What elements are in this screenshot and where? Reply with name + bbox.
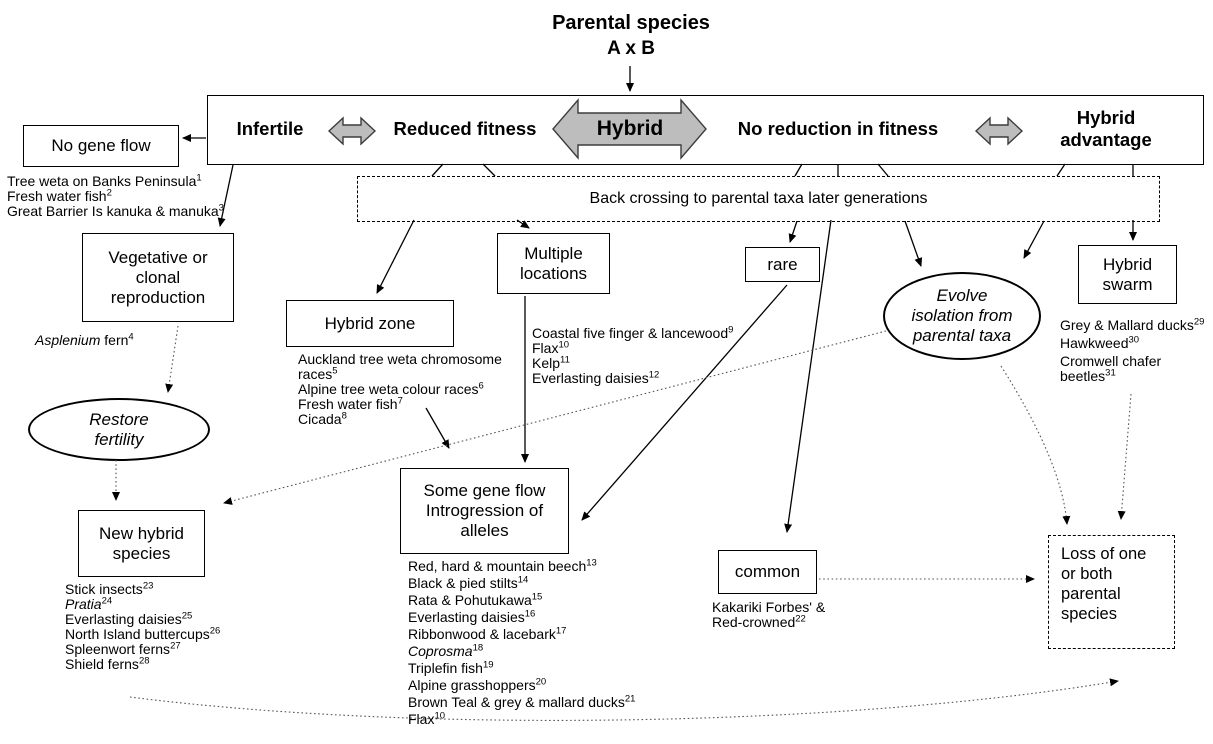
example-item: Flax10 [532, 339, 570, 357]
arrow-rare-to-introgression [581, 284, 788, 521]
arrow-to-evolve-right [1023, 220, 1045, 259]
example-item: Grey & Mallard ducks29 [1060, 316, 1205, 333]
arrow-to-rare [788, 220, 798, 243]
example-item: Everlasting daisies16 [408, 608, 536, 625]
bar-label-hybrid-advantage: Hybrid advantage [1060, 107, 1152, 150]
node-label: Restore fertility [89, 409, 149, 449]
node-hybrid-swarm: Hybrid swarm [1078, 245, 1177, 304]
parental-cross-label: A x B [607, 38, 655, 59]
connector-stub [794, 163, 803, 177]
node-label: Vegetative or clonal reproduction [108, 247, 208, 307]
example-item: Shield ferns28 [65, 655, 150, 673]
example-item: Asplenium fern4 [35, 331, 134, 348]
node-label: common [734, 562, 801, 581]
example-item: Black & pied stilts14 [408, 574, 529, 591]
node-back-crossing: Back crossing to parental taxa later gen… [357, 176, 1160, 222]
bar-label-no-reduction: No reduction in fitness [737, 118, 939, 139]
example-item: Hawkweed30 [1060, 334, 1140, 352]
node-restore-fertility: Restore fertility [28, 398, 210, 461]
example-item: Kakariki Forbes' & [712, 599, 826, 615]
node-vegetative: Vegetative or clonal reproduction [82, 233, 234, 322]
arrow-to-evolve-left [904, 220, 923, 267]
node-new-hybrid-species: New hybrid species [78, 510, 205, 577]
introgression-line2: Introgression of alleles [425, 501, 544, 540]
node-no-gene-flow: No gene flow [23, 125, 179, 167]
example-item: Spleenwort ferns27 [65, 640, 181, 658]
node-label: No gene flow [51, 136, 151, 155]
connector-stub [877, 163, 889, 177]
connector-stub [431, 163, 444, 177]
node-loss-parental: Loss of one or both parental species [1048, 535, 1175, 649]
connector-stub [1056, 163, 1066, 177]
example-item: Rata & Pohutukawa15 [408, 591, 543, 608]
node-evolve-isolation: Evolve isolation from parental taxa [883, 272, 1041, 360]
example-item: Brown Teal & grey & mallard ducks21 [408, 693, 636, 710]
example-item: Fresh water fish7 [298, 395, 403, 412]
node-label: Back crossing to parental taxa later gen… [589, 190, 928, 207]
bar-label-hybrid: Hybrid [596, 117, 664, 140]
example-item: Alpine grasshoppers20 [408, 676, 547, 693]
node-common: common [718, 550, 817, 594]
example-item: Alpine tree weta colour races6 [298, 380, 484, 397]
example-item: North Island buttercups26 [65, 625, 221, 643]
node-label: Loss of one or both parental species [1061, 545, 1147, 623]
example-item: Coprosma18 [408, 642, 484, 659]
node-label: Hybrid swarm [1102, 254, 1153, 294]
examples-vegetative: Asplenium fern4 [35, 331, 195, 348]
example-item: Stick insects23 [65, 580, 154, 597]
example-item: Everlasting daisies12 [532, 369, 660, 387]
bar-label-reduced-fitness: Reduced fitness [393, 118, 537, 139]
example-item: Flax10 [408, 710, 446, 727]
example-item: Cicada8 [298, 410, 347, 427]
example-item: Ribbonwood & lacebark17 [408, 625, 567, 642]
node-label: Evolve isolation from parental taxa [911, 286, 1013, 345]
example-item: Tree weta on Banks Peninsula1 [7, 172, 202, 189]
dotted-swarm-to-loss [1117, 393, 1132, 520]
example-item: Great Barrier Is kanuka & manuka3 [7, 202, 224, 220]
node-introgression: Some gene flow Introgression of alleles [400, 468, 569, 554]
node-multiple-locations: Multiple locations [497, 233, 610, 294]
example-item: Red, hard & mountain beech13 [408, 557, 597, 574]
bar-label-infertile: Infertile [236, 118, 304, 139]
example-item: Everlasting daisies25 [65, 610, 193, 628]
node-label: New hybrid species [98, 523, 185, 563]
node-label: Some gene flow Introgression of alleles [417, 481, 552, 541]
example-item: Triplefin fish19 [408, 659, 494, 676]
example-item: Fresh water fish2 [7, 187, 112, 205]
connector-stub [482, 163, 496, 177]
dotted-evolve-to-loss [1000, 365, 1071, 525]
example-item: Kelp11 [532, 354, 570, 372]
arrow-to-hybrid-zone [376, 219, 415, 294]
node-hybrid-zone: Hybrid zone [286, 300, 454, 347]
example-item: Pratia24 [65, 595, 113, 613]
examples-common: Kakariki Forbes' &Red-crowned22 [712, 600, 852, 630]
node-label: Multiple locations [519, 243, 588, 283]
example-item: Auckland tree weta chromosome races5 [298, 351, 502, 382]
node-label: Hybrid zone [324, 313, 416, 333]
node-label: rare [767, 254, 798, 274]
page-title: Parental species [552, 12, 710, 34]
example-item: Coastal five finger & lancewood9 [532, 324, 734, 341]
example-item: Red-crowned22 [712, 613, 806, 631]
node-rare: rare [745, 247, 820, 282]
introgression-line1: Some gene flow [423, 481, 546, 500]
example-item: Cromwell chafer beetles31 [1060, 353, 1162, 384]
